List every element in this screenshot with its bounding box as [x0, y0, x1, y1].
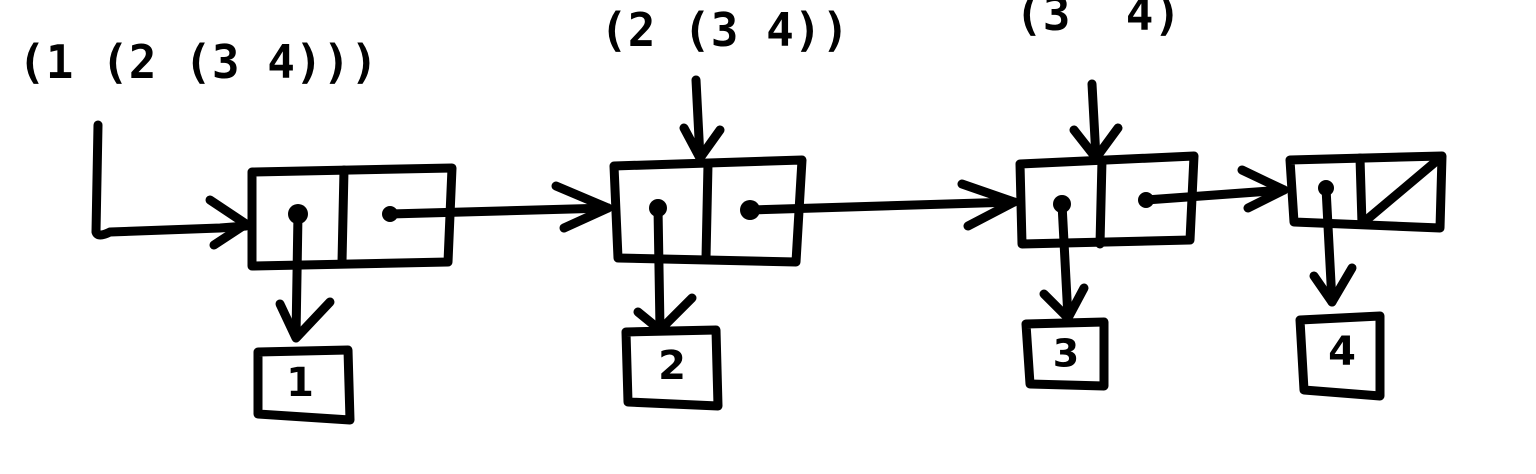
atom-value-2: 2 — [658, 343, 686, 389]
cdr-pointer-arrow-3 — [1141, 165, 1289, 213]
atom-box-2: 2 — [621, 325, 723, 411]
atom-box-1: 1 — [253, 345, 355, 425]
car-pointer-arrow-4 — [1309, 183, 1357, 307]
atom-value-3: 3 — [1053, 332, 1079, 376]
cons-cell-4 — [1285, 151, 1447, 233]
car-pointer-arrow-2 — [633, 203, 697, 335]
atom-box-4: 4 — [1295, 311, 1385, 401]
label-pointer-arrow-2 — [679, 75, 725, 163]
cdr-pointer-arrow-2 — [745, 179, 1019, 231]
cdr-pointer-arrow-1 — [385, 181, 613, 233]
entry-pointer-arrow — [91, 120, 251, 250]
label-list-3-4: (3 4) — [1015, 0, 1181, 41]
label-pointer-arrow-3 — [1069, 79, 1123, 163]
label-list-1-2-3-4: (1 (2 (3 4))) — [18, 35, 378, 89]
car-pointer-arrow-3 — [1039, 199, 1089, 323]
nil-slash — [1359, 153, 1445, 227]
atom-value-1: 1 — [286, 360, 314, 406]
atom-box-3: 3 — [1021, 317, 1109, 391]
atom-value-4: 4 — [1328, 329, 1356, 375]
car-pointer-arrow-1 — [275, 209, 335, 343]
cons-cell-2 — [609, 155, 807, 267]
label-list-2-3-4: (2 (3 4)) — [600, 3, 849, 57]
